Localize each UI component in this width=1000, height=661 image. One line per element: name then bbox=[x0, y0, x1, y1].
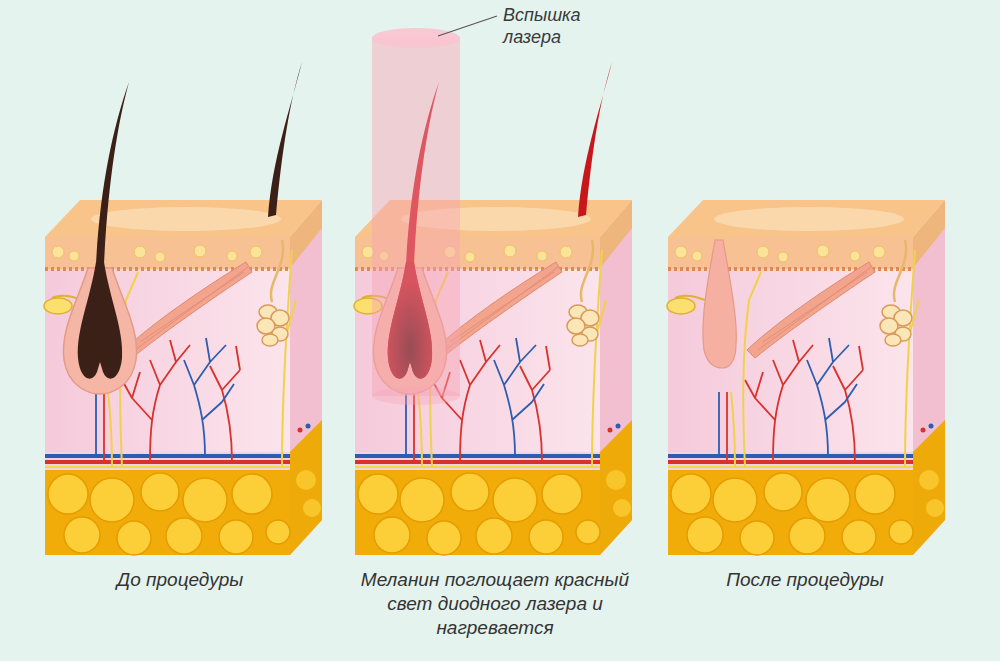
callout-label: Вспышка лазера bbox=[503, 4, 613, 48]
panel-caption: Меланин поглощает красный свет диодного … bbox=[360, 568, 630, 640]
leader-line bbox=[438, 16, 497, 36]
panel-caption: До процедуры bbox=[55, 568, 305, 592]
panel-caption: После процедуры bbox=[680, 568, 930, 592]
